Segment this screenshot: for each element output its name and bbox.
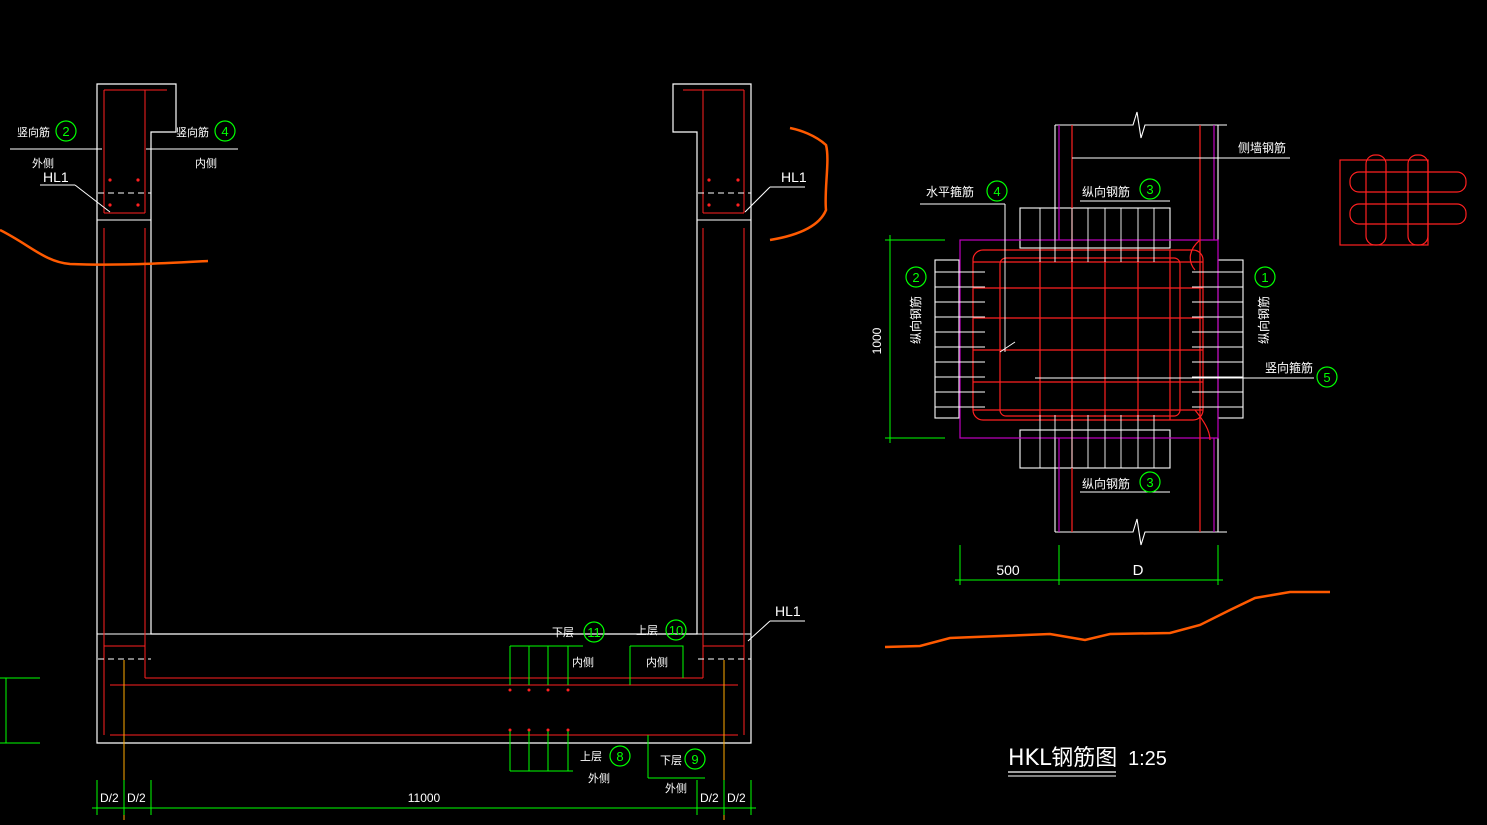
dim-fragment-left [0,677,40,744]
marker-9: 9 [691,752,698,767]
drawing-scale: 1:25 [1128,748,1167,770]
break-lines [0,126,1330,649]
drawing-title: HKL钢筋图 [1008,746,1117,771]
marker-10: 10 [669,623,683,638]
marker-1: 1 [1261,270,1268,285]
marker-4: 4 [993,184,1000,199]
label-lower-layer-top: 下层 [552,626,574,639]
marker-3-bottom: 3 [1146,475,1153,490]
marker-5: 5 [1323,370,1330,385]
label-outer-a: 外侧 [588,772,610,785]
marker-circle [684,748,706,770]
marker-2-left: 2 [62,124,69,139]
marker-circle [665,619,687,641]
label-upper-layer-bottom: 上层 [580,750,602,763]
marker-circle [1139,178,1161,200]
label-vertical-bar-left: 竖向筋 [17,125,50,139]
marker-circle [905,266,927,288]
dim-d2-3: D/2 [700,791,719,805]
label-inner: 内侧 [195,156,217,170]
channel-elevation [96,83,752,820]
drawing-title-block: HKL钢筋图 1:25 [1008,746,1167,777]
dim-D: D [1133,562,1144,579]
label-vertical-stirrup: 竖向箍筋 [1265,360,1313,375]
rebar-detail-thumbnail [1339,154,1467,246]
leaders-left [10,148,805,642]
label-long-rebar-right: 纵向钢筋 [1256,296,1271,344]
dim-d2-1: D/2 [100,791,119,805]
label-outer-b: 外侧 [665,782,687,795]
marker-11: 11 [587,625,601,640]
marker-3-top: 3 [1146,182,1153,197]
label-inner-b: 内侧 [646,655,668,669]
label-long-rebar-left: 纵向钢筋 [908,296,923,344]
label-long-rebar-top: 纵向钢筋 [1082,184,1130,199]
marker-circle [1254,266,1276,288]
marker-circle [55,120,77,142]
marker-8: 8 [616,749,623,764]
label-inner-a: 内侧 [572,655,594,669]
label-hl1-left: HL1 [43,169,69,185]
label-side-wall-rebar: 侧墙钢筋 [1238,140,1286,155]
marker-circle [986,180,1008,202]
dim-d2-4: D/2 [727,791,746,805]
label-hl1-bottom: HL1 [775,603,801,619]
marker-circle [214,120,236,142]
labels-left: 竖向筋 竖向筋 外侧 内侧 HL1 HL1 HL1 2 4 [17,120,807,619]
label-long-rebar-bottom: 纵向钢筋 [1082,476,1130,491]
dim-500: 500 [996,562,1020,578]
dimension-bottom: D/2 D/2 11000 D/2 D/2 [92,780,756,815]
dim-height-1000: 1000 [870,327,884,354]
marker-circle [1139,471,1161,493]
marker-4-left: 4 [221,124,228,139]
slab-rebar-legends: 下层 11 上层 10 内侧 内侧 上层 8 下层 9 外侧 外侧 [508,619,706,795]
label-outer: 外侧 [32,157,54,170]
dim-span-11000: 11000 [408,791,441,805]
marker-circle [1316,366,1338,388]
marker-circle [609,745,631,767]
dim-d2-2: D/2 [127,791,146,805]
marker-2: 2 [912,270,919,285]
label-horizontal-stirrup: 水平箍筋 [926,184,974,199]
label-hl1-right: HL1 [781,169,807,185]
label-lower-layer-bottom: 下层 [660,754,682,767]
label-upper-layer-top: 上层 [636,624,658,637]
joint-section: 1000 500 D 侧墙钢筋 水平箍筋 4 纵向钢筋 3 纵向钢筋 3 2 纵… [870,111,1338,585]
label-vertical-bar-right: 竖向筋 [176,125,209,139]
marker-circle [583,621,605,643]
